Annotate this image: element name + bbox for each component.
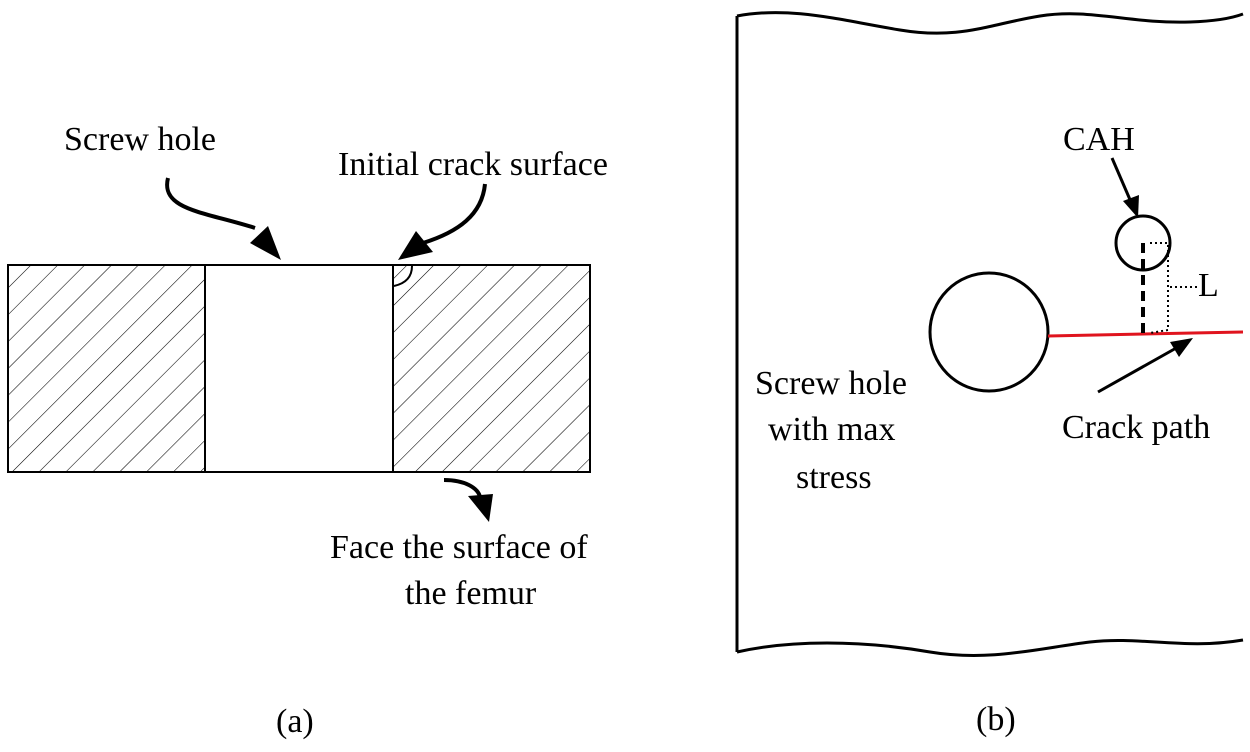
crack-path-label: Crack path	[1062, 409, 1210, 446]
femur-face-arrowhead-icon	[468, 494, 493, 522]
initial-crack-surface-label: Initial crack surface	[338, 146, 608, 183]
panel-b: L CAH Screw hole with max stress Crack p…	[735, 11, 1244, 738]
caption-b: (b)	[976, 701, 1016, 738]
screw-hole-stress-label-line2: with max	[768, 411, 895, 448]
crack-path-arrowhead-icon	[1170, 338, 1193, 357]
screw-hole-circle	[928, 271, 1050, 393]
panel-a: Screw hole Initial crack surface Face th…	[7, 121, 608, 740]
crack-path-arrow-icon	[1097, 345, 1179, 394]
screw-hole-stress-label-line3: stress	[796, 459, 872, 496]
screw-hole-label: Screw hole	[64, 121, 216, 158]
crack-path-line	[1047, 330, 1244, 338]
face-surface-label-line1: Face the surface of	[330, 529, 588, 566]
cah-arrowhead-icon	[1123, 195, 1139, 218]
crack-surface-arrowhead-icon	[398, 231, 433, 260]
screw-hole-stress-label-line1: Screw hole	[755, 365, 907, 402]
femur-face-arrow-icon	[443, 478, 482, 498]
screw-hole-arrow-icon	[165, 177, 256, 230]
l-dimension-bracket	[1149, 242, 1169, 334]
crack-surface-arrow-icon	[422, 183, 487, 245]
cah-arrow-icon	[1110, 157, 1133, 203]
initial-crack-arc	[393, 265, 413, 287]
plate-left-section	[7, 264, 206, 473]
plate-outline	[735, 11, 1244, 657]
cah-label: CAH	[1063, 121, 1135, 158]
screw-hole-bore	[204, 264, 394, 473]
caption-a: (a)	[276, 703, 314, 740]
plate-right-section	[392, 264, 591, 473]
l-label: L	[1198, 267, 1219, 304]
screw-hole-arrowhead-icon	[250, 226, 281, 260]
face-surface-label-line2: the femur	[405, 575, 537, 612]
